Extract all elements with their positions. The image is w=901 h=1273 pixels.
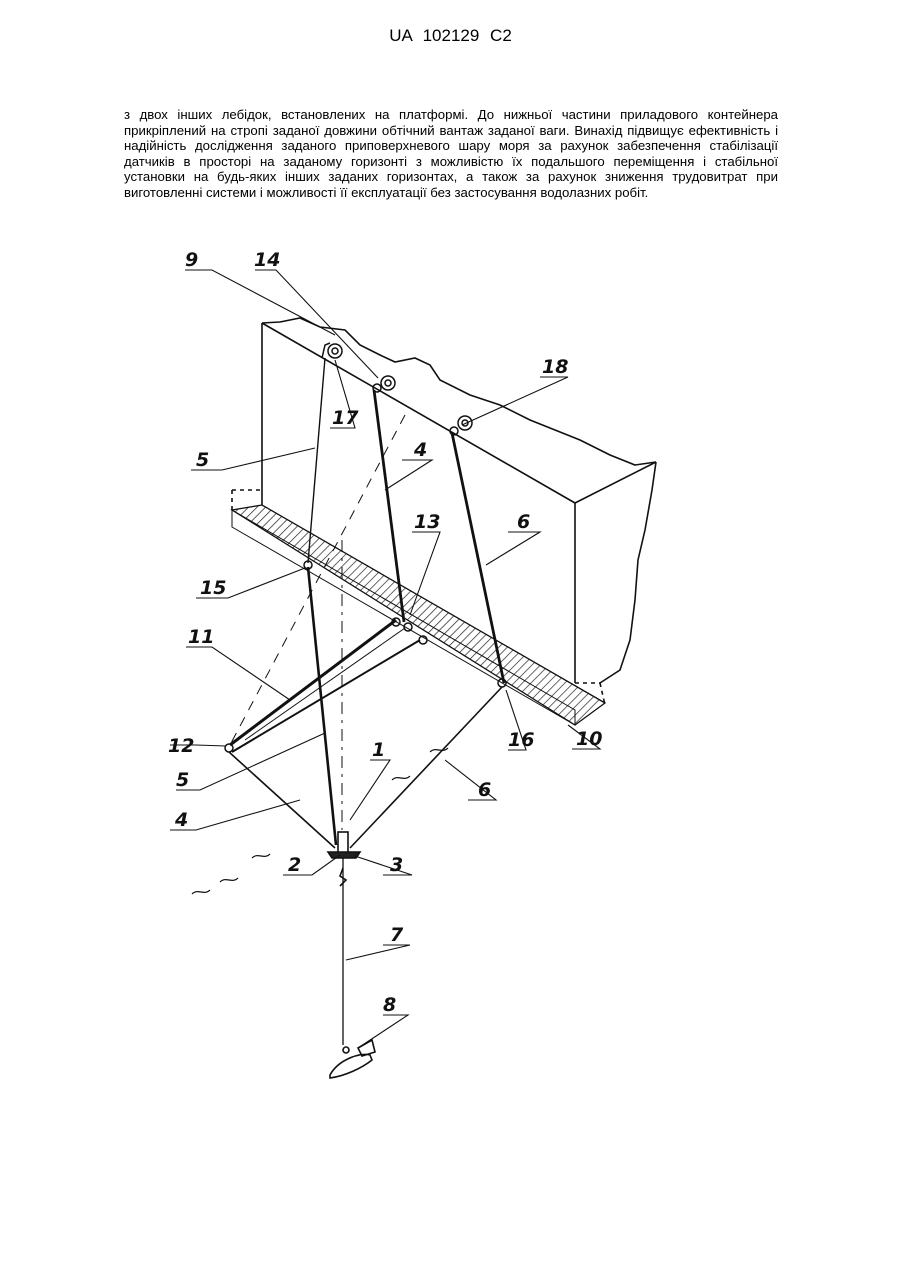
label-14: 14 xyxy=(254,249,280,271)
instrument-container xyxy=(328,832,360,886)
label-18: 18 xyxy=(542,356,568,378)
label-16: 16 xyxy=(508,729,534,751)
hatched-beam xyxy=(232,505,605,725)
label-10: 10 xyxy=(576,728,602,750)
pulley-17 xyxy=(322,343,342,358)
label-4-bottom: 4 xyxy=(174,809,188,831)
label-2: 2 xyxy=(288,854,301,876)
label-3: 3 xyxy=(390,854,403,876)
label-15: 15 xyxy=(200,577,226,599)
leader-lines xyxy=(170,270,600,1048)
label-1: 1 xyxy=(372,739,385,761)
streamlined-weight xyxy=(330,1040,375,1078)
label-17: 17 xyxy=(332,407,359,429)
cables xyxy=(229,358,504,1045)
label-5-top: 5 xyxy=(196,449,209,471)
figure-labels: 9 14 18 17 5 4 6 13 15 11 12 5 1 4 2 3 7… xyxy=(168,249,602,1016)
label-6-top: 6 xyxy=(517,511,530,533)
label-6-bottom: 6 xyxy=(478,779,491,801)
label-5-bottom: 5 xyxy=(176,769,189,791)
label-11: 11 xyxy=(188,626,214,648)
water-surface-strokes xyxy=(192,748,448,894)
label-12: 12 xyxy=(168,735,194,757)
label-8: 8 xyxy=(383,994,396,1016)
label-4-top: 4 xyxy=(413,439,427,461)
platform-structure xyxy=(232,318,656,705)
label-13: 13 xyxy=(414,511,440,533)
label-7: 7 xyxy=(390,924,404,946)
label-9: 9 xyxy=(185,249,198,271)
